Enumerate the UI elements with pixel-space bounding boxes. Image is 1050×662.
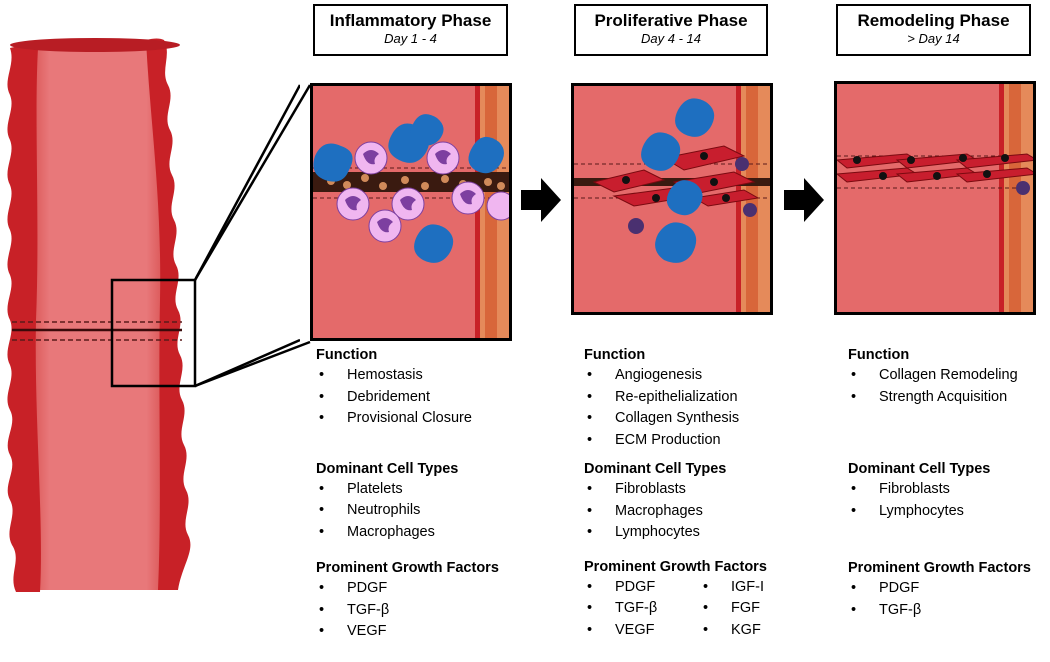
blood-vessel-illustration <box>7 38 300 592</box>
right-arrow-icon <box>521 178 561 222</box>
cell-types-header: Dominant Cell Types <box>848 461 991 477</box>
list-item: Macrophages <box>584 501 824 523</box>
inflammatory-panel <box>310 83 512 341</box>
cell-types-header: Dominant Cell Types <box>584 461 727 477</box>
list-item: VEGF <box>584 620 700 642</box>
list-item: IGF-I <box>700 577 816 599</box>
phase-title: Remodeling Phase <box>857 11 1010 30</box>
proliferative-info: Function Angiogenesis Re-epithelializati… <box>584 346 824 641</box>
function-header: Function <box>848 347 910 363</box>
vessel-left-wall <box>7 45 41 592</box>
vessel-right-wall <box>146 38 191 590</box>
list-item: FGF <box>700 598 816 620</box>
remodeling-panel <box>834 81 1036 315</box>
list-item: Lymphocytes <box>848 501 1048 523</box>
phase-days: Day 4 - 14 <box>641 31 701 46</box>
phase-days: Day 1 - 4 <box>384 31 437 46</box>
vessel-lumen <box>28 40 168 590</box>
phase-title: Proliferative Phase <box>594 11 748 30</box>
list-item: Collagen Synthesis <box>584 408 824 430</box>
phase-days: > Day 14 <box>907 31 960 46</box>
list-item: ECM Production <box>584 430 824 452</box>
list-item: TGF-β <box>584 598 700 620</box>
inflammatory-info: Function Hemostasis Debridement Provisio… <box>316 346 546 643</box>
list-item: Provisional Closure <box>316 408 546 430</box>
list-item: TGF-β <box>316 600 546 622</box>
list-item: PDGF <box>584 577 700 599</box>
list-item: PDGF <box>848 578 1048 600</box>
growth-factors-header: Prominent Growth Factors <box>584 558 767 575</box>
remodeling-info: Function Collagen Remodeling Strength Ac… <box>848 346 1048 621</box>
function-header: Function <box>584 347 646 363</box>
phase-header-inflammatory: Inflammatory Phase Day 1 - 4 <box>313 4 508 56</box>
list-item: PDGF <box>316 578 546 600</box>
list-item: KGF <box>700 620 816 642</box>
zoom-box <box>110 278 197 388</box>
list-item: Neutrophils <box>316 500 546 522</box>
list-item: Collagen Remodeling <box>848 365 1048 387</box>
list-item: Platelets <box>316 479 546 501</box>
list-item: Angiogenesis <box>584 365 824 387</box>
list-item: Strength Acquisition <box>848 387 1048 409</box>
list-item: Debridement <box>316 387 546 409</box>
growth-factors-header: Prominent Growth Factors <box>316 560 499 576</box>
list-item: Lymphocytes <box>584 522 824 544</box>
list-item: Hemostasis <box>316 365 546 387</box>
list-item: Fibroblasts <box>848 479 1048 501</box>
list-item: VEGF <box>316 621 546 643</box>
cell-types-header: Dominant Cell Types <box>316 460 459 477</box>
proliferative-panel <box>571 83 773 315</box>
phase-header-proliferative: Proliferative Phase Day 4 - 14 <box>574 4 768 56</box>
list-item: Macrophages <box>316 522 546 544</box>
function-header: Function <box>316 347 378 363</box>
list-item: TGF-β <box>848 600 1048 622</box>
list-item: Fibroblasts <box>584 479 824 501</box>
phase-header-remodeling: Remodeling Phase > Day 14 <box>836 4 1031 56</box>
growth-factors-header: Prominent Growth Factors <box>848 560 1031 576</box>
zoom-connector <box>195 84 312 388</box>
phase-title: Inflammatory Phase <box>329 11 492 30</box>
right-arrow-icon <box>784 178 824 222</box>
list-item: Re-epithelialization <box>584 387 824 409</box>
